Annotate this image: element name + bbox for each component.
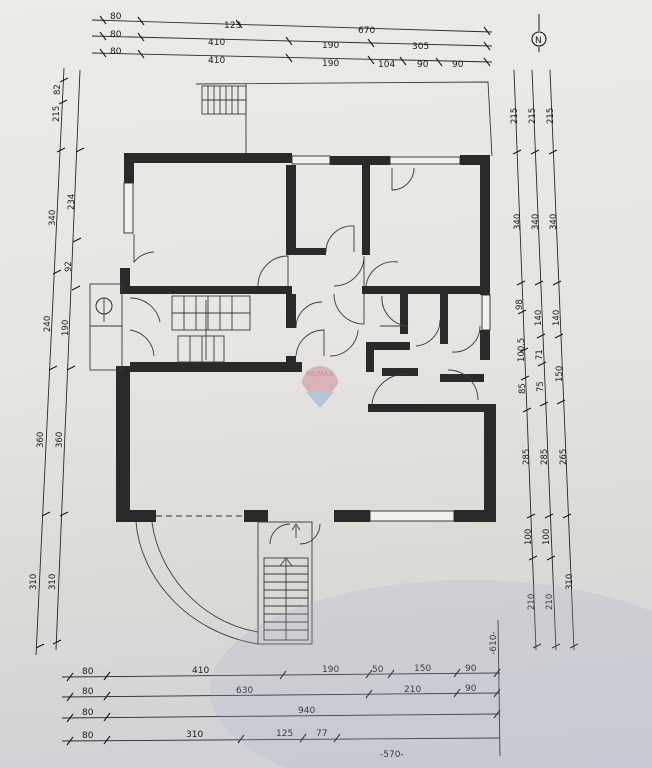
entrance-staircase [257, 521, 321, 645]
right-dim-col3-1: 215 [546, 108, 556, 124]
bottom-dim-4-d: 77 [316, 729, 327, 739]
right-dim-col1-8: 210 [527, 594, 537, 610]
left-dim-inner-5: 310 [48, 574, 58, 590]
bottom-dim-1-a: 80 [82, 667, 94, 677]
bottom-dim-4-e: -570- [380, 750, 404, 760]
right-dim-col1-3: 98 [515, 299, 525, 310]
bottom-dim-3-a: 80 [82, 708, 94, 718]
bottom-dim-1-e: 150 [414, 664, 431, 674]
right-dim-col1-2: 340 [513, 214, 523, 230]
bottom-dim-4-a: 80 [82, 731, 94, 741]
right-dim-col2-6: 285 [540, 449, 550, 465]
bottom-dim-4-c: 125 [276, 729, 293, 739]
top-dim-2-b: 410 [208, 38, 225, 48]
top-dim-3-a: 80 [110, 47, 122, 57]
right-dim-col1-5: 85 [518, 383, 528, 394]
left-dim-inner-3: 190 [61, 320, 71, 336]
right-dim-col2-8: 210 [545, 594, 555, 610]
bottom-dim-1-c: 190 [322, 665, 339, 675]
upper-exterior-stair [201, 85, 247, 115]
top-dim-1-a: 80 [110, 12, 122, 22]
top-dimension-lines: 80 123 670 80 410 190 305 80 410 190 104… [91, 12, 493, 70]
left-dim-outer-4: 240 [43, 316, 53, 332]
bottom-dim-4-b: 310 [186, 730, 203, 740]
interior-staircase [171, 295, 251, 363]
left-dim-outer-3: 340 [48, 210, 58, 226]
bottom-dim-2-d: 90 [465, 684, 477, 694]
top-dim-3-b: 410 [208, 56, 225, 66]
left-dim-inner-4: 360 [55, 432, 65, 448]
right-dim-col1-1: 215 [510, 108, 520, 124]
left-dim-outer-1: 82 [53, 84, 63, 95]
right-dim-col2-7: 100 [542, 529, 552, 545]
shadow-overlay [210, 580, 652, 768]
bottom-dim-1-f: 90 [465, 664, 477, 674]
left-dim-outer-5: 360 [36, 432, 46, 448]
right-dim-col1-6: 285 [522, 449, 532, 465]
right-dim-col3-5: 265 [559, 449, 569, 465]
watermark-logo: RE/MAX [302, 366, 338, 408]
left-dim-inner-1: 234 [67, 194, 77, 210]
left-dim-outer-6: 310 [29, 574, 39, 590]
compass-north-label: N [535, 36, 542, 46]
bottom-dim-2-b: 630 [236, 686, 253, 696]
right-dim-col3-3: 140 [552, 310, 562, 326]
bottom-dim-1-b: 410 [192, 666, 209, 676]
right-dim-col2-1: 215 [528, 108, 538, 124]
north-compass-icon: N [531, 14, 547, 52]
right-dim-col3-4: 150 [555, 366, 565, 382]
watermark-text: RE/MAX [306, 370, 333, 378]
top-dim-2-c: 190 [322, 41, 339, 51]
building-outline [89, 81, 496, 645]
right-dim-col3-6: 310 [565, 574, 575, 590]
curved-terrace [135, 521, 259, 645]
top-dim-3-f: 90 [452, 60, 464, 70]
left-dim-inner-2: 92 [64, 261, 74, 272]
left-dim-outer-2: 215 [52, 106, 62, 122]
bottom-dim-2-c: 210 [404, 685, 421, 695]
right-dimension-lines: 215 340 98 100.5 85 285 100 210 215 340 … [510, 69, 579, 651]
left-dimension-lines: 82 215 340 240 360 310 234 92 190 360 31… [29, 67, 85, 656]
top-dim-3-d: 104 [378, 60, 395, 70]
bottom-dim-3-b: 940 [298, 706, 315, 716]
right-dim-col2-2: 340 [531, 214, 541, 230]
right-dim-col1-7: 100 [524, 529, 534, 545]
top-dim-3-e: 90 [417, 60, 429, 70]
right-dim-col2-4: 71 [535, 349, 545, 360]
bottom-dim-1-g: -610- [489, 631, 499, 655]
top-dim-3-c: 190 [322, 59, 339, 69]
right-dim-col3-2: 340 [549, 214, 559, 230]
right-dim-col2-5: 75 [536, 381, 546, 392]
right-dim-col1-4: 100.5 [517, 338, 527, 362]
top-dim-1-b: 123 [224, 21, 241, 31]
top-dim-2-a: 80 [110, 30, 122, 40]
left-balcony-element [89, 283, 123, 371]
right-dim-col2-3: 140 [534, 310, 544, 326]
bottom-dimension-lines: 80 410 190 50 150 90 -610- 80 630 210 90… [61, 619, 501, 760]
top-dim-1-c: 670 [358, 26, 375, 36]
bottom-dim-2-a: 80 [82, 687, 94, 697]
top-dim-2-d: 305 [412, 42, 429, 52]
bottom-dim-1-d: 50 [372, 665, 384, 675]
